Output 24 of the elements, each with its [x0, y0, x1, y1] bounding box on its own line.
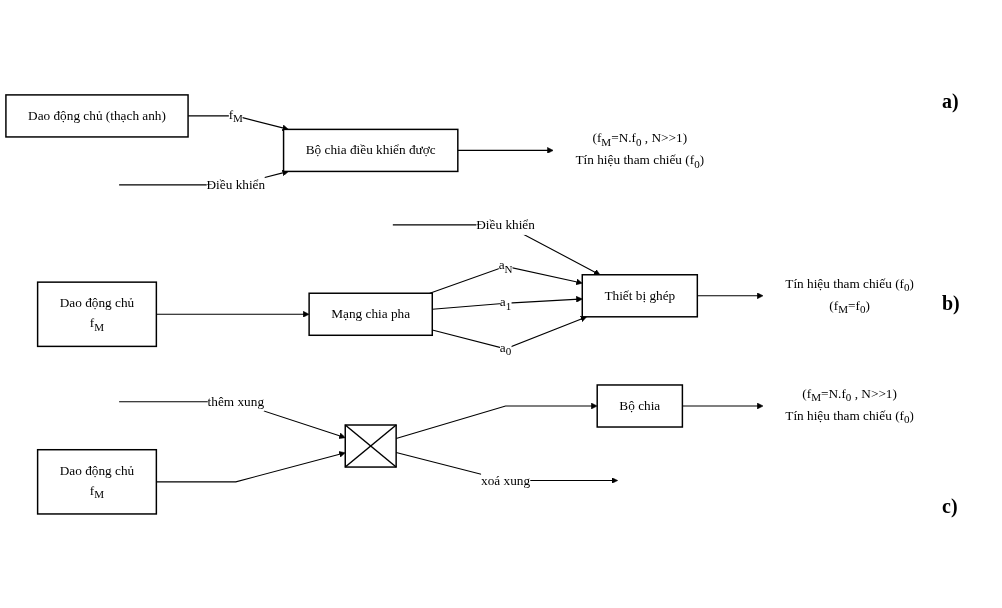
node-box	[5, 93, 189, 138]
edge-label: xoá xung	[481, 472, 531, 488]
arrow	[429, 265, 583, 294]
panel-label: b)	[942, 292, 961, 316]
edge-label: Điều khiển	[476, 216, 535, 232]
panel-label: a)	[942, 89, 960, 113]
node-box	[581, 273, 699, 318]
block-diagram: f$_{M}$ Điều khiển Điều khiển a$_{N}$ a$_{1}$ a$_{0}$ thêm xung xoá xung Dao động chủ (thạch anh) Bộ chia điều khiển được (f$_{M}$=N.f$_{0}$ , N>>1) Tín hiệu tham chiếu (f$_{0}$) Dao động chủ f$_{M}$ Bộ chia (f$_{M}$=N.f$_{0}$ , N>>1) Tín hiệu tham chiếu (f$_{0}$) Dao động chủ f$_{M}$ Mạng chia pha Thiết bị ghép Tín hiệu tham chiếu (f$_{0}$) (f$_{M}$=f$_{0}$)	[0, 88, 942, 520]
arrow	[457, 146, 554, 154]
node-box	[596, 383, 684, 428]
edge-label: a$_{N}$	[498, 256, 513, 275]
edge-label: a$_{0}$	[499, 339, 512, 357]
edge-label: thêm xung	[207, 393, 265, 409]
edge-label: Điều khiển	[206, 176, 266, 192]
node-text: (f$_{M}$=N.f$_{0}$ , N>>1) Tín hiệu tham chiếu (f$_{0}$)	[785, 385, 914, 426]
node-box	[308, 292, 433, 336]
node-text: Tín hiệu tham chiếu (f$_{0}$) (f$_{M}$=f$_{0}$)	[785, 275, 914, 315]
node-box	[36, 448, 158, 515]
edge-label: f$_{M}$	[228, 106, 243, 124]
node-box	[36, 280, 158, 347]
node-box	[282, 128, 459, 172]
edge-label: a$_{1}$	[499, 293, 512, 312]
node-text: (f$_{M}$=N.f$_{0}$ , N>>1) Tín hiệu tham chiếu (f$_{0}$)	[575, 129, 705, 170]
panel-label: c)	[942, 495, 959, 519]
